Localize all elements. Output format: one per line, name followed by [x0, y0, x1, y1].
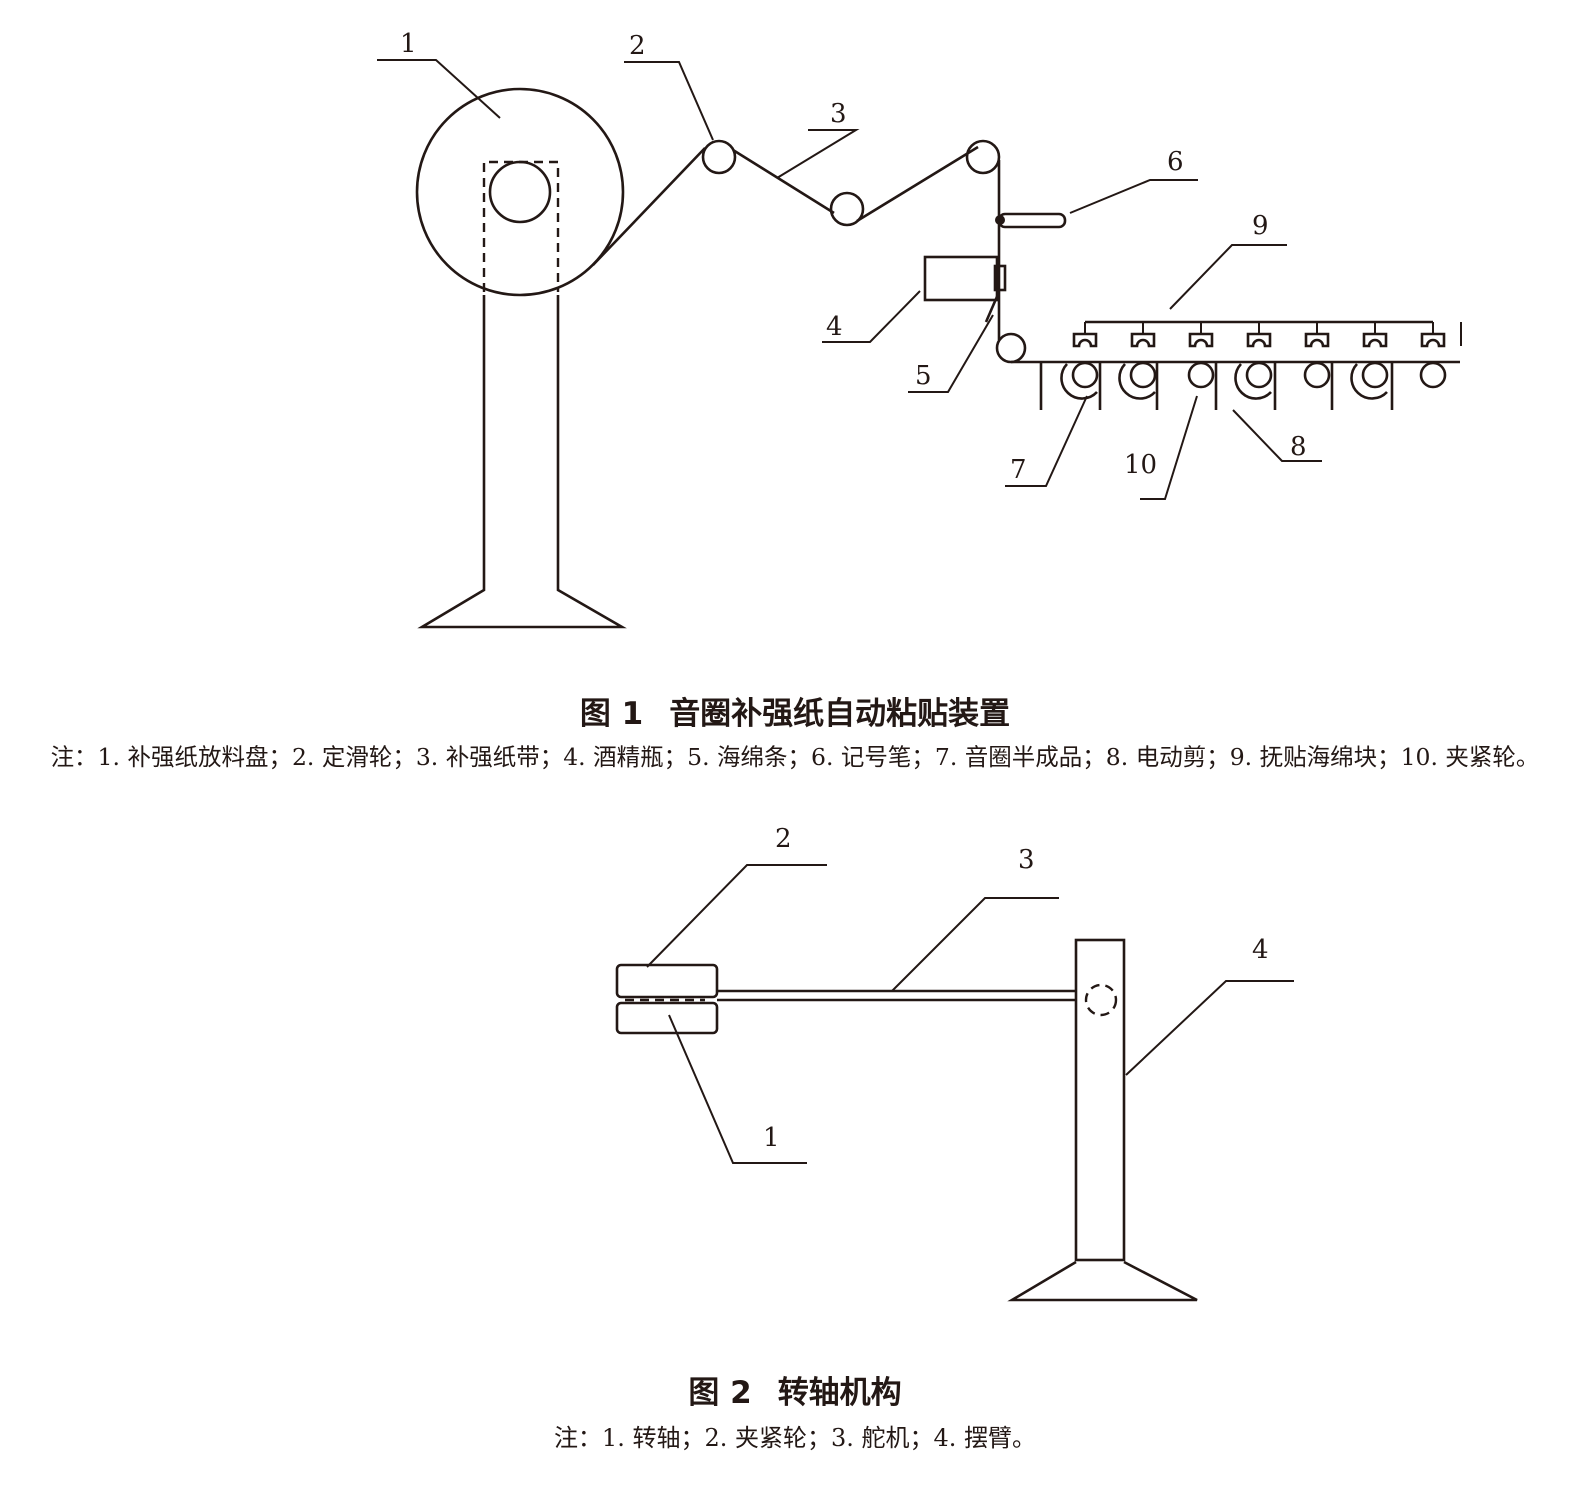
- pressing-sponge: [1362, 322, 1388, 348]
- stand-pedestal: [417, 295, 627, 629]
- figure-2-note: 注：1. 转轴；2. 夹紧轮；3. 舵机；4. 摆臂。: [553, 1424, 1037, 1452]
- alcohol-bottle: [923, 255, 1007, 302]
- swing-arm-stand: [1007, 938, 1198, 1302]
- fig1-label-3: 3: [830, 99, 847, 129]
- fig1-label-10: 10: [1124, 450, 1157, 480]
- fig2-label-2: 2: [775, 824, 792, 854]
- fig1-label-7: 7: [1010, 455, 1027, 485]
- figure-1-number: 图 1: [579, 696, 644, 732]
- fig1-label-9: 9: [1252, 211, 1269, 241]
- pivot-shaft: [1084, 983, 1118, 1017]
- marker-pen: [995, 212, 1067, 229]
- pulley-2: [701, 139, 737, 175]
- coil-roller: [1303, 361, 1331, 389]
- fig1-label-2: 2: [629, 31, 646, 61]
- leader-lines-fig2: [646, 864, 1294, 1164]
- fig2-label-3: 3: [1018, 845, 1035, 875]
- fig1-label-1: 1: [400, 29, 417, 59]
- figure-1-note: 注：1. 补强纸放料盘；2. 定滑轮；3. 补强纸带；4. 酒精瓶；5. 海绵条…: [50, 743, 1540, 771]
- sponge-strip: [984, 291, 1001, 323]
- reel-disk: [415, 87, 625, 297]
- coil-roller: [1234, 361, 1273, 400]
- pressing-sponge: [1420, 322, 1446, 348]
- leader-lines-fig1: [377, 59, 1322, 500]
- coil-roller: [1350, 361, 1389, 400]
- figure-2-diagram: 2 3 4 1: [0, 810, 1590, 1350]
- figure-2-caption: 图 2 转轴机构: [0, 1367, 1590, 1412]
- figure-2-title: 转轴机构: [777, 1375, 902, 1411]
- pulley-top-right: [965, 139, 1001, 175]
- coil-roller: [1060, 361, 1099, 400]
- pressing-sponges: [1072, 322, 1446, 348]
- tape-path: [592, 139, 1460, 364]
- servo-bar: [717, 989, 1076, 1002]
- coil-rollers: [1060, 361, 1447, 400]
- pressing-sponge: [1188, 322, 1214, 348]
- pulley-lower: [995, 332, 1027, 364]
- electric-cutters: [1039, 362, 1394, 410]
- reel-dashed-slot: [482, 160, 560, 292]
- pressing-sponge: [1246, 322, 1272, 348]
- coil-roller: [1187, 361, 1215, 389]
- pulley-middle: [829, 191, 865, 227]
- pressing-sponge: [1072, 322, 1098, 348]
- figure-1-diagram: 1 2 3 4 5 6 7 8 9 10: [0, 0, 1590, 660]
- reel-hub: [488, 160, 552, 224]
- pressing-sponge: [1304, 322, 1330, 348]
- figure-1-caption: 图 1 音圈补强纸自动粘贴装置: [0, 688, 1590, 733]
- fig1-label-6: 6: [1167, 147, 1184, 177]
- fig1-label-5: 5: [915, 361, 932, 391]
- coil-roller: [1118, 361, 1157, 400]
- fig1-label-8: 8: [1290, 432, 1307, 462]
- figure-2-number: 图 2: [688, 1375, 752, 1411]
- reel-stand: [415, 87, 627, 629]
- fig2-label-1: 1: [763, 1123, 780, 1153]
- pressing-sponge: [1130, 322, 1156, 348]
- figure-1-title: 音圈补强纸自动粘贴装置: [669, 696, 1011, 732]
- fig1-label-4: 4: [826, 312, 843, 342]
- fig2-label-4: 4: [1252, 935, 1269, 965]
- figure-1-svg: 1 2 3 4 5 6 7 8 9 10: [377, 29, 1462, 629]
- clamp-wheel-block: [615, 963, 719, 1035]
- pressing-sponge-rail: [1072, 320, 1462, 348]
- coil-roller: [1419, 361, 1447, 389]
- figure-2-svg: 2 3 4 1: [615, 824, 1294, 1302]
